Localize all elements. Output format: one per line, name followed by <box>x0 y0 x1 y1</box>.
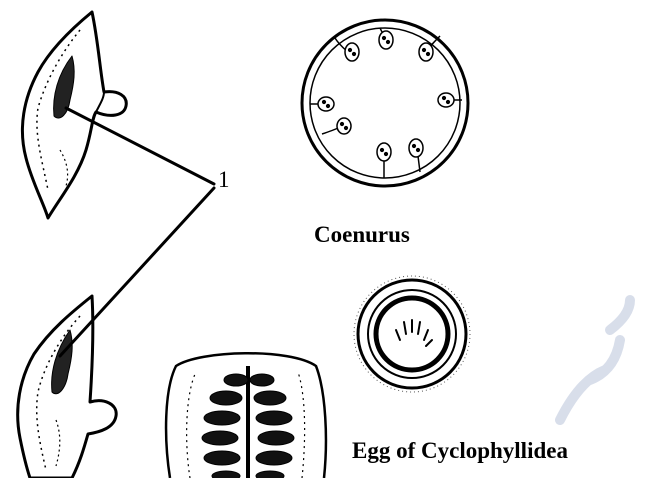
protoscolex-right <box>438 93 462 107</box>
scolex-lower <box>18 296 117 478</box>
label-pointer-number: 1 <box>218 167 230 193</box>
egg-illustration <box>354 276 470 392</box>
label-coenurus: Coenurus <box>314 222 410 248</box>
proglottid-gravid <box>166 353 326 478</box>
protoscolex-top <box>379 28 393 49</box>
protoscolex-left <box>310 97 334 111</box>
protoscolex-top-left <box>335 38 359 61</box>
protoscolex-bottom-right <box>409 139 423 172</box>
label-egg-of-cyclophyllidea: Egg of Cyclophyllidea <box>352 438 568 464</box>
oncosphere-hooks <box>396 320 432 346</box>
scolex-upper <box>22 12 126 218</box>
protoscolex-bottom <box>377 143 391 178</box>
coenurus-bladder <box>302 20 468 186</box>
protoscolex-lower-left <box>322 118 351 134</box>
watermark-strokes <box>560 300 630 420</box>
pointer-line-lower <box>60 188 214 356</box>
